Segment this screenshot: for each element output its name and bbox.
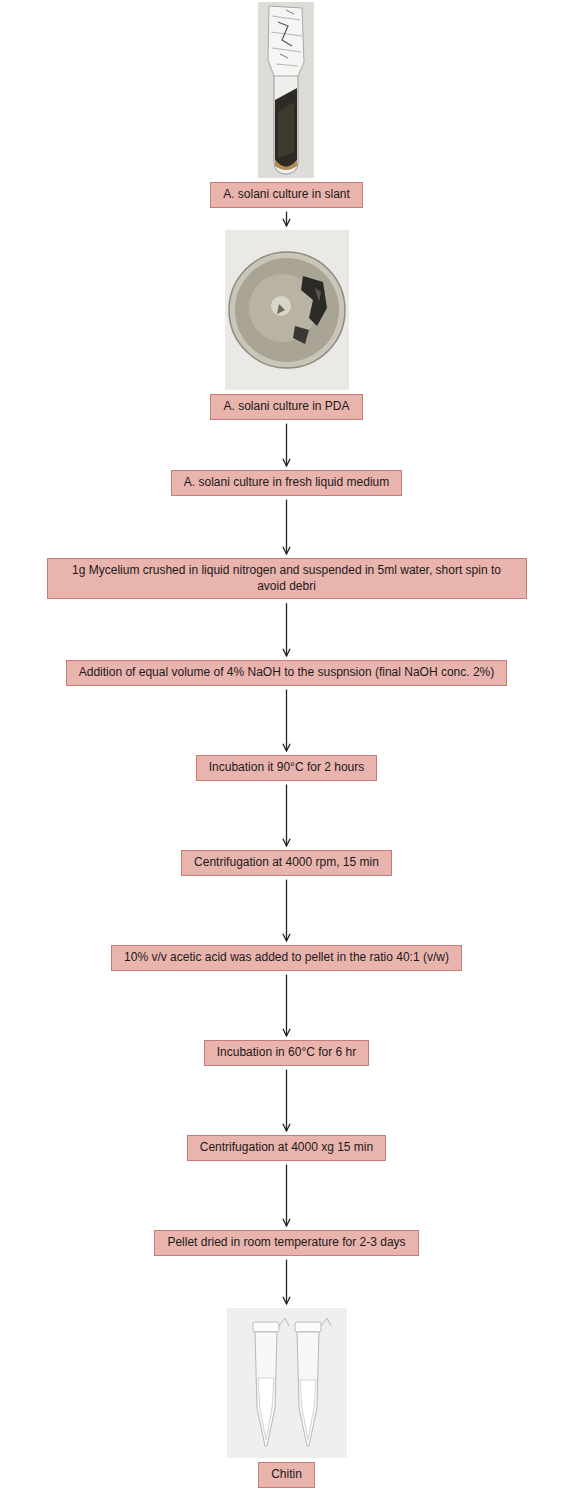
flow-arrow xyxy=(286,500,287,554)
process-box: Centrifugation at 4000 xg 15 min xyxy=(187,1135,386,1161)
flow-arrow xyxy=(286,690,287,751)
process-box: Incubation in 60°C for 6 hr xyxy=(204,1040,370,1066)
flow-arrow xyxy=(286,1165,287,1226)
step-label: A. solani culture in fresh liquid medium xyxy=(184,475,389,491)
process-box: 1g Mycelium crushed in liquid nitrogen a… xyxy=(47,558,527,599)
step-label: A. solani culture in PDA xyxy=(210,394,362,420)
process-box: Pellet dried in room temperature for 2-3… xyxy=(154,1230,418,1256)
process-box: Centrifugation at 4000 rpm, 15 min xyxy=(181,850,392,876)
flow-arrow xyxy=(286,424,287,466)
step-label: A. solani culture in slant xyxy=(210,182,363,208)
step-label: Incubation in 60°C for 6 hr xyxy=(217,1045,357,1061)
step-label: Pellet dried in room temperature for 2-3… xyxy=(167,1235,405,1251)
step-label: 10% v/v acetic acid was added to pellet … xyxy=(124,950,449,966)
flow-arrow xyxy=(286,1070,287,1131)
process-box: Addition of equal volume of 4% NaOH to t… xyxy=(66,660,508,686)
flow-arrow xyxy=(286,603,287,656)
flow-arrow xyxy=(286,880,287,941)
image-step: A. solani culture in PDA xyxy=(210,230,362,420)
flow-arrow xyxy=(286,212,287,226)
process-box: Incubation it 90°C for 2 hours xyxy=(196,755,378,781)
flow-arrow xyxy=(286,1260,287,1304)
step-label: Chitin xyxy=(258,1462,315,1488)
step-label: Centrifugation at 4000 rpm, 15 min xyxy=(194,855,379,871)
process-box: A. solani culture in fresh liquid medium xyxy=(171,470,402,496)
slant-tube-photo xyxy=(258,2,314,178)
step-label: Incubation it 90°C for 2 hours xyxy=(209,760,365,776)
step-label: Centrifugation at 4000 xg 15 min xyxy=(200,1140,373,1156)
process-box: 10% v/v acetic acid was added to pellet … xyxy=(111,945,462,971)
petri-dish-photo xyxy=(225,230,349,390)
step-label: Addition of equal volume of 4% NaOH to t… xyxy=(79,665,495,681)
image-step: Chitin xyxy=(227,1308,347,1488)
chitin-tubes-photo xyxy=(227,1308,347,1458)
image-step: A. solani culture in slant xyxy=(210,2,363,208)
step-label: 1g Mycelium crushed in liquid nitrogen a… xyxy=(60,563,514,594)
flow-arrow xyxy=(286,975,287,1036)
flow-arrow xyxy=(286,785,287,846)
